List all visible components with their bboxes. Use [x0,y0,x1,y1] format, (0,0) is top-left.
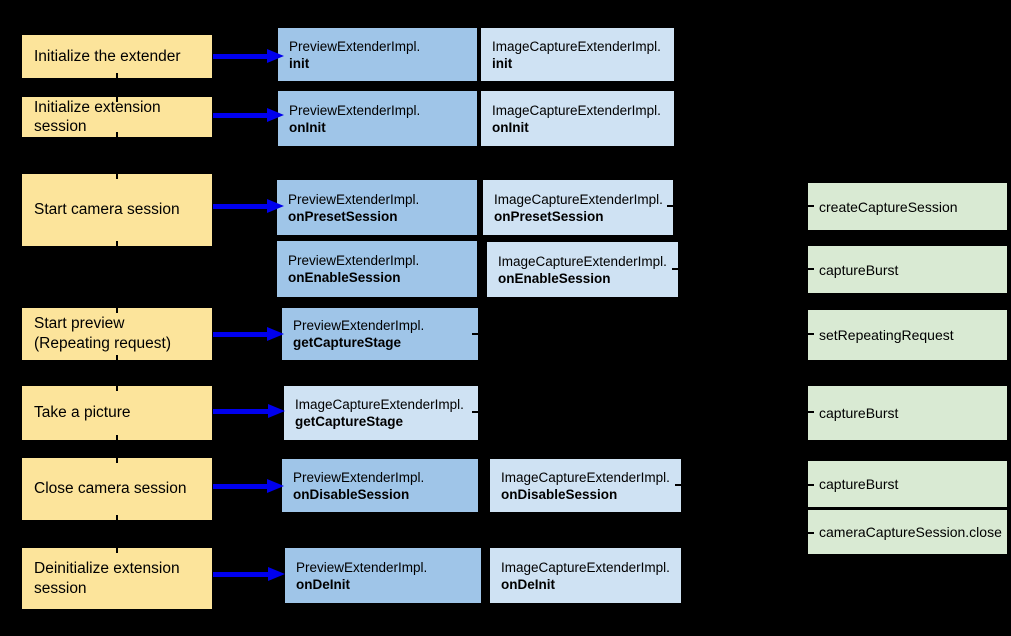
impl-method-name: onDisableSession [501,486,618,502]
impl-class-name: ImageCaptureExtenderImpl. [492,38,661,54]
impl-class-name: PreviewExtenderImpl. [288,191,420,207]
connector-getcapturestage-setrepeatingrequest [472,333,814,335]
impl-method-name: init [492,55,513,71]
connector-step-1-2 [116,73,118,102]
camera2-captureburst-1: captureBurst [808,246,1007,293]
step-start-preview-repeating-request: Start preview (Repeating request) [22,308,212,360]
camera2-captureburst-2: captureBurst [808,386,1007,440]
impl-method-name: onDisableSession [293,486,410,502]
impl-imagecapture-ondisablesession: ImageCaptureExtenderImpl. onDisableSessi… [490,459,681,512]
camera2-label: captureBurst [819,476,899,492]
impl-class-name: PreviewExtenderImpl. [293,318,425,333]
impl-method-name: onDeInit [501,576,555,592]
step-take-a-picture: Take a picture [22,386,212,440]
impl-class-name: PreviewExtenderImpl. [289,38,421,54]
connector-step-4-5 [116,355,118,391]
impl-class-name: ImageCaptureExtenderImpl. [501,559,670,575]
impl-class-name: ImageCaptureExtenderImpl. [494,191,663,207]
step-initialize-the-extender: Initialize the extender [22,35,212,78]
impl-preview-oninit: PreviewExtenderImpl. onInit [278,91,477,146]
impl-imagecapture-init: ImageCaptureExtenderImpl. init [481,28,674,81]
impl-method-name: onPresetSession [288,208,398,224]
step-label: Start camera session [34,201,180,218]
connector-cameracapturesession-close [750,532,814,534]
impl-class-name: PreviewExtenderImpl. [293,469,425,485]
impl-method-name: getCaptureStage [293,335,402,350]
impl-method-name: onPresetSession [494,208,604,224]
connector-step-3-4 [116,241,118,313]
camera2-label: createCaptureSession [819,198,958,215]
connector-onenablesession-captureburst [672,268,814,270]
impl-method-name: init [289,55,310,71]
camera2-cameracapturesession-close: cameraCaptureSession.close [808,510,1007,554]
camera2-setrepeatingrequest: setRepeatingRequest [808,310,1007,360]
camera2-label: setRepeatingRequest [819,327,954,343]
camera2-label: captureBurst [819,405,899,421]
step-label: Take a picture [34,404,131,421]
impl-preview-init: PreviewExtenderImpl. init [278,28,477,81]
step-initialize-extension-session: Initialize extension session [22,97,212,137]
impl-method-name: onInit [492,119,529,135]
connector-step-2-3 [116,132,118,179]
impl-preview-ondeinit: PreviewExtenderImpl. onDeInit [285,548,481,603]
camera2-label: captureBurst [819,261,899,278]
impl-class-name: PreviewExtenderImpl. [296,559,428,575]
impl-method-name: getCaptureStage [295,414,404,429]
impl-class-name: ImageCaptureExtenderImpl. [501,469,670,485]
step-start-camera-session: Start camera session [22,174,212,246]
impl-preview-getcapturestage: PreviewExtenderImpl. getCaptureStage [282,308,478,360]
impl-method-name: onDeInit [296,576,350,592]
impl-imagecapture-oninit: ImageCaptureExtenderImpl. onInit [481,91,674,146]
impl-imagecapture-onpresetsession: ImageCaptureExtenderImpl. onPresetSessio… [483,180,673,235]
impl-class-name: ImageCaptureExtenderImpl. [492,102,661,118]
connector-ondisablesession-captureburst [675,484,814,486]
impl-preview-onenablesession: PreviewExtenderImpl. onEnableSession [277,241,477,297]
impl-imagecapture-ondeinit: ImageCaptureExtenderImpl. onDeInit [490,548,681,603]
camera2-createcapturesession: createCaptureSession [808,183,1007,230]
step-label: Start preview (Repeating request) [34,315,171,352]
step-deinitialize-extension-session: Deinitialize extension session [22,548,212,609]
impl-class-name: PreviewExtenderImpl. [288,253,420,268]
step-label: Initialize extension session [34,99,161,135]
step-label: Initialize the extender [34,47,181,65]
impl-class-name: ImageCaptureExtenderImpl. [498,253,667,269]
impl-preview-onpresetsession: PreviewExtenderImpl. onPresetSession [277,180,477,235]
impl-imagecapture-getcapturestage: ImageCaptureExtenderImpl. getCaptureStag… [284,386,478,440]
camera2-label: cameraCaptureSession.close [819,524,1002,540]
step-close-camera-session: Close camera session [22,458,212,520]
impl-method-name: onEnableSession [498,270,611,286]
impl-class-name: ImageCaptureExtenderImpl. [295,397,464,412]
camera2-captureburst-3: captureBurst [808,461,1007,507]
impl-method-name: onInit [289,119,326,135]
connector-getcapturestage-captureburst [472,411,814,413]
connector-step-5-6 [116,435,118,463]
step-label: Close camera session [34,480,187,497]
connector-onpresetsession-createcapturesession [667,205,814,207]
impl-method-name: onEnableSession [288,270,401,285]
impl-preview-ondisablesession: PreviewExtenderImpl. onDisableSession [282,459,478,512]
step-label: Deinitialize extension session [34,559,180,597]
impl-imagecapture-onenablesession: ImageCaptureExtenderImpl. onEnableSessio… [487,242,678,297]
impl-class-name: PreviewExtenderImpl. [289,102,421,118]
connector-step-6-7 [116,515,118,553]
